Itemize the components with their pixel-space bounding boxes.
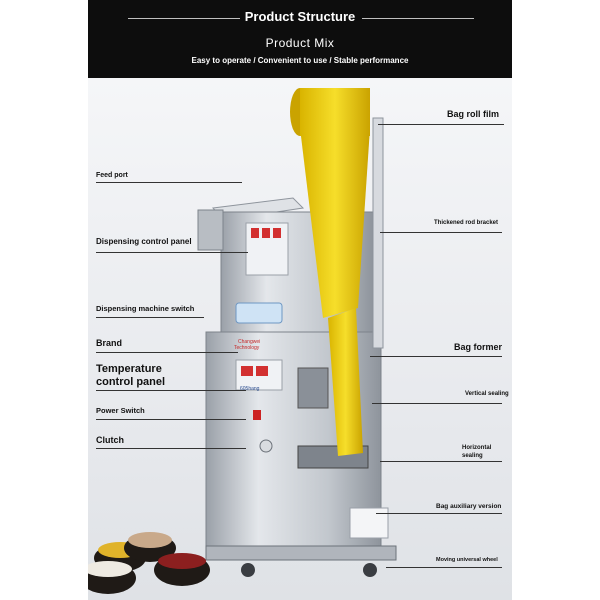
callout-line-dispensing-panel: [96, 252, 248, 253]
label-vertical-sealing: Vertical sealing: [465, 391, 509, 397]
label-power-switch: Power Switch: [96, 406, 145, 415]
callout-line-bag-auxiliary: [376, 513, 502, 514]
page-title: Product Structure: [244, 9, 356, 24]
power-switch: [253, 410, 261, 420]
label-bag-former: Bag former: [454, 342, 503, 352]
machine-illustration: Changwei Technology 605hang: [88, 88, 397, 594]
label-feed-port: Feed port: [96, 172, 128, 179]
label-brand: Brand: [96, 338, 123, 348]
page-tagline: Easy to operate / Convenient to use / St…: [191, 56, 409, 65]
label-clutch: Clutch: [96, 435, 124, 445]
brand-subtitle-text: Technology: [234, 345, 260, 351]
label-temperature-line2: control panel: [96, 376, 166, 388]
label-temperature-control-panel: Temperature control panel: [96, 363, 165, 389]
callout-line-bag-former: [370, 356, 502, 357]
label-horizontal-line1: Horizontal: [462, 445, 492, 451]
label-temperature-line1: Temperature: [96, 363, 162, 375]
bag-roll-film: [290, 88, 370, 456]
callout-line-bag-roll-film: [378, 124, 504, 125]
callout-line-rod-bracket: [380, 232, 502, 233]
callout-line-universal-wheel: [386, 567, 502, 568]
callout-line-clutch: [96, 448, 246, 449]
page-subtitle: Product Mix: [265, 36, 335, 50]
label-bag-auxiliary-version: Bag auxiliary version: [436, 503, 502, 510]
callout-line-vertical-sealing: [372, 403, 502, 404]
brand-sticker: [235, 302, 283, 324]
label-thickened-rod-bracket: Thickened rod bracket: [434, 220, 499, 226]
rod-bracket: [372, 117, 384, 349]
bag-auxiliary-plate: [349, 507, 389, 539]
grain-bowls: [88, 532, 210, 594]
header-rule-right: [362, 18, 474, 19]
label-dispensing-machine-switch: Dispensing machine switch: [96, 304, 195, 313]
label-bag-roll-film: Bag roll film: [447, 109, 500, 119]
label-horizontal-line2: sealing: [462, 453, 483, 459]
header-banner: Product Structure Product Mix Easy to op…: [88, 0, 512, 78]
callout-line-temperature-panel: [96, 390, 246, 391]
callout-line-horizontal-sealing: [380, 461, 502, 462]
brand-model-text: 605hang: [240, 386, 260, 392]
label-dispensing-control-panel: Dispensing control panel: [96, 237, 192, 246]
callout-line-machine-switch: [96, 317, 204, 318]
label-horizontal-sealing: Horizontal sealing: [462, 444, 491, 460]
label-moving-universal-wheel: Moving universal wheel: [436, 557, 498, 563]
callout-line-power-switch: [96, 419, 246, 420]
formed-bag-tube: [328, 308, 363, 456]
callout-line-brand: [96, 352, 238, 353]
clutch-knob: [259, 439, 273, 453]
brand-name-text: Changwei: [238, 339, 260, 345]
callout-line-feed-port: [96, 182, 242, 183]
header-rule-left: [128, 18, 240, 19]
lower-cabinet: [205, 331, 397, 577]
